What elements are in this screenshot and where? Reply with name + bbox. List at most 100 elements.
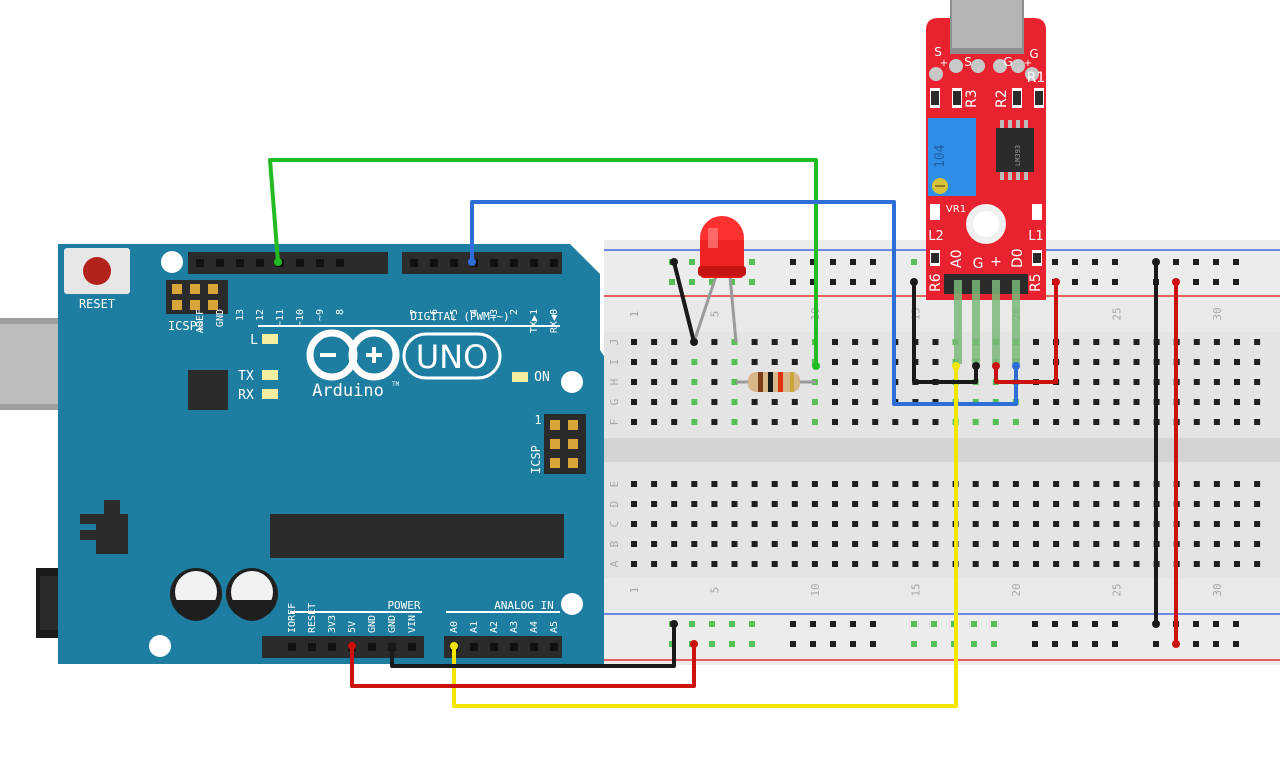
- breadboard-hole[interactable]: [1213, 339, 1220, 345]
- breadboard-hole[interactable]: [1213, 621, 1219, 627]
- breadboard-hole[interactable]: [872, 541, 879, 547]
- breadboard-hole[interactable]: [791, 501, 798, 507]
- breadboard-hole[interactable]: [729, 621, 735, 627]
- breadboard-hole[interactable]: [771, 399, 778, 405]
- wire-yellow[interactable]: [452, 364, 958, 708]
- breadboard-hole[interactable]: [731, 501, 738, 507]
- breadboard-hole[interactable]: [832, 339, 838, 345]
- breadboard-hole[interactable]: [872, 379, 879, 385]
- breadboard-hole[interactable]: [1133, 379, 1140, 385]
- breadboard-hole[interactable]: [711, 399, 718, 405]
- header-pin[interactable]: [530, 643, 538, 651]
- breadboard-hole[interactable]: [1193, 501, 1200, 507]
- breadboard-hole[interactable]: [711, 541, 718, 547]
- breadboard-hole[interactable]: [631, 501, 637, 507]
- breadboard-hole[interactable]: [1213, 541, 1220, 547]
- breadboard-hole[interactable]: [932, 481, 939, 487]
- breadboard-hole[interactable]: [832, 481, 838, 487]
- breadboard-hole[interactable]: [1254, 481, 1261, 487]
- wire-black-sensor-gnd[interactable]: [912, 280, 978, 384]
- breadboard-hole[interactable]: [711, 501, 718, 507]
- breadboard-hole[interactable]: [1193, 259, 1199, 265]
- breadboard-hole[interactable]: [1092, 259, 1098, 265]
- breadboard-hole[interactable]: [1234, 501, 1240, 507]
- breadboard-hole[interactable]: [751, 541, 758, 547]
- breadboard-hole[interactable]: [731, 541, 738, 547]
- header-pin[interactable]: [450, 259, 458, 267]
- breadboard-hole[interactable]: [911, 641, 917, 647]
- breadboard-hole[interactable]: [892, 419, 899, 425]
- breadboard-hole[interactable]: [1092, 641, 1098, 647]
- breadboard-hole[interactable]: [1093, 359, 1100, 365]
- breadboard-hole[interactable]: [1113, 379, 1120, 385]
- breadboard-hole[interactable]: [872, 419, 879, 425]
- breadboard-hole[interactable]: [911, 621, 917, 627]
- breadboard-hole[interactable]: [669, 279, 675, 285]
- breadboard-hole[interactable]: [1093, 561, 1100, 567]
- breadboard-hole[interactable]: [1033, 359, 1039, 365]
- breadboard-hole[interactable]: [1193, 379, 1200, 385]
- breadboard-hole[interactable]: [711, 359, 718, 365]
- breadboard-hole[interactable]: [1233, 279, 1239, 285]
- header-pin[interactable]: [510, 259, 518, 267]
- breadboard-hole[interactable]: [852, 379, 859, 385]
- breadboard-hole[interactable]: [691, 379, 698, 385]
- breadboard-hole[interactable]: [631, 399, 637, 405]
- breadboard-hole[interactable]: [1213, 419, 1220, 425]
- breadboard-hole[interactable]: [711, 561, 718, 567]
- breadboard-hole[interactable]: [1133, 359, 1140, 365]
- breadboard-hole[interactable]: [852, 521, 859, 527]
- breadboard-hole[interactable]: [1254, 541, 1261, 547]
- header-pin[interactable]: [410, 259, 418, 267]
- breadboard-hole[interactable]: [791, 521, 798, 527]
- breadboard-hole[interactable]: [671, 481, 678, 487]
- breadboard-hole[interactable]: [671, 561, 678, 567]
- breadboard-hole[interactable]: [830, 279, 836, 285]
- breadboard-hole[interactable]: [631, 541, 637, 547]
- breadboard-hole[interactable]: [811, 561, 818, 567]
- breadboard-hole[interactable]: [852, 399, 859, 405]
- breadboard-hole[interactable]: [830, 621, 836, 627]
- breadboard-hole[interactable]: [872, 399, 879, 405]
- breadboard-hole[interactable]: [932, 541, 939, 547]
- breadboard-hole[interactable]: [1052, 641, 1058, 647]
- breadboard-hole[interactable]: [1012, 501, 1019, 507]
- breadboard-hole[interactable]: [651, 359, 658, 365]
- breadboard-hole[interactable]: [1193, 339, 1200, 345]
- breadboard-hole[interactable]: [1093, 541, 1100, 547]
- breadboard-hole[interactable]: [711, 379, 718, 385]
- header-pin[interactable]: [368, 643, 376, 651]
- breadboard-hole[interactable]: [791, 359, 798, 365]
- breadboard-hole[interactable]: [1073, 339, 1080, 345]
- breadboard-hole[interactable]: [751, 339, 758, 345]
- wire-black-gnd[interactable]: [390, 622, 676, 668]
- breadboard-hole[interactable]: [852, 541, 859, 547]
- breadboard-hole[interactable]: [832, 359, 838, 365]
- breadboard-hole[interactable]: [731, 521, 738, 527]
- breadboard-hole[interactable]: [1092, 279, 1098, 285]
- breadboard-hole[interactable]: [1213, 641, 1219, 647]
- breadboard-hole[interactable]: [1012, 561, 1019, 567]
- breadboard-hole[interactable]: [791, 561, 798, 567]
- breadboard-hole[interactable]: [1073, 561, 1080, 567]
- breadboard-hole[interactable]: [1093, 339, 1100, 345]
- breadboard-hole[interactable]: [932, 501, 939, 507]
- breadboard-hole[interactable]: [731, 419, 738, 425]
- breadboard-hole[interactable]: [1234, 521, 1240, 527]
- breadboard-hole[interactable]: [1234, 359, 1240, 365]
- wire-green[interactable]: [268, 158, 818, 368]
- breadboard-hole[interactable]: [731, 359, 738, 365]
- breadboard-hole[interactable]: [651, 541, 658, 547]
- header-pin[interactable]: [470, 643, 478, 651]
- breadboard-hole[interactable]: [771, 419, 778, 425]
- breadboard-hole[interactable]: [1072, 259, 1078, 265]
- breadboard-hole[interactable]: [1113, 399, 1120, 405]
- breadboard-hole[interactable]: [810, 641, 816, 647]
- breadboard-hole[interactable]: [1033, 521, 1039, 527]
- breadboard-hole[interactable]: [832, 561, 838, 567]
- breadboard-hole[interactable]: [709, 641, 715, 647]
- header-pin[interactable]: [236, 259, 244, 267]
- breadboard-hole[interactable]: [1193, 279, 1199, 285]
- wire-blue[interactable]: [470, 200, 1018, 406]
- header-pin[interactable]: [550, 259, 558, 267]
